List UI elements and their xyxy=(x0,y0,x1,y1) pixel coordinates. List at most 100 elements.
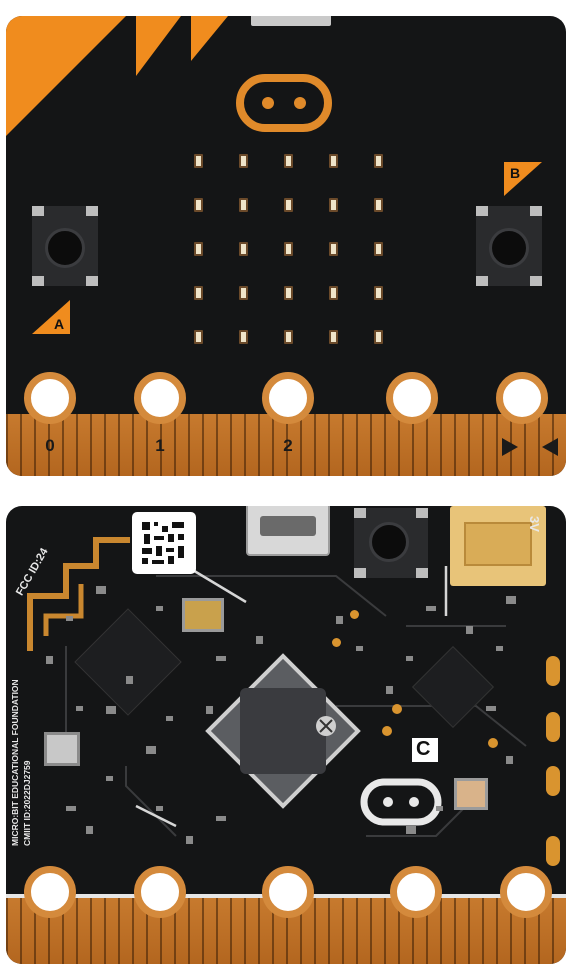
led xyxy=(284,154,293,168)
qr-code-sticker xyxy=(132,512,196,574)
led xyxy=(194,286,203,300)
qr-code-icon xyxy=(142,522,184,564)
smd-component xyxy=(216,656,226,661)
gold-via xyxy=(546,836,560,866)
led xyxy=(329,154,338,168)
usb-micro-port[interactable] xyxy=(246,506,330,556)
battery-connector[interactable] xyxy=(450,506,546,586)
smd-component xyxy=(156,806,163,811)
smd-component xyxy=(46,656,53,664)
pin-3v-pad-back[interactable] xyxy=(390,866,442,918)
led xyxy=(194,330,203,344)
led xyxy=(329,242,338,256)
gold-via xyxy=(546,712,560,742)
usb-connector-top xyxy=(251,16,331,26)
pin-gnd-pad[interactable] xyxy=(496,372,548,424)
pin-0-label: 0 xyxy=(45,436,55,455)
smd-component xyxy=(66,806,76,811)
led xyxy=(374,330,383,344)
foundation-text-block: MICRO:BIT EDUCATIONAL FOUNDATION CMIIT I… xyxy=(10,679,32,846)
reset-button[interactable] xyxy=(354,508,428,578)
antenna-trace xyxy=(27,537,130,651)
voltage-label: 3V xyxy=(527,516,542,532)
smd-component xyxy=(86,826,93,834)
gold-via xyxy=(382,726,392,736)
speaker-screw-icon xyxy=(316,716,336,736)
smd-component xyxy=(486,706,496,711)
smd-component xyxy=(126,676,133,684)
led xyxy=(239,198,248,212)
smd-component xyxy=(336,616,343,624)
smd-component xyxy=(426,606,436,611)
power-symbol xyxy=(502,438,558,456)
pin-1-label: 1 xyxy=(155,436,165,455)
smd-component xyxy=(386,686,393,694)
gold-via xyxy=(332,638,341,647)
smd-component xyxy=(256,636,263,644)
pin-2-pad[interactable] xyxy=(262,372,314,424)
gold-via xyxy=(350,610,359,619)
led xyxy=(374,154,383,168)
orange-corner-graphic xyxy=(6,16,228,136)
microbit-logo-back xyxy=(360,778,442,826)
button-a[interactable] xyxy=(32,206,98,286)
speaker xyxy=(240,688,326,774)
led xyxy=(329,198,338,212)
smd-component xyxy=(436,806,443,811)
led xyxy=(329,330,338,344)
led xyxy=(284,242,293,256)
smd-component xyxy=(146,746,156,754)
led xyxy=(194,198,203,212)
led xyxy=(284,330,293,344)
led xyxy=(239,330,248,344)
led xyxy=(329,286,338,300)
crystal-oscillator-1 xyxy=(182,598,224,632)
button-b[interactable] xyxy=(476,206,542,286)
led xyxy=(194,154,203,168)
edge-connector-front xyxy=(6,414,566,476)
led xyxy=(284,286,293,300)
led xyxy=(374,242,383,256)
connector-c-marker xyxy=(412,738,438,762)
cmiit-id-text: CMIIT ID:2022DJ2759 xyxy=(22,760,32,846)
microbit-back-board: FCC ID:24 3V C xyxy=(6,506,566,964)
button-a-indicator: A xyxy=(32,300,72,341)
smd-component xyxy=(66,616,73,621)
edge-connector-back xyxy=(6,898,566,964)
crystal-oscillator-3 xyxy=(454,778,488,810)
smd-component xyxy=(166,716,173,721)
smd-component xyxy=(506,596,516,604)
gold-via xyxy=(546,656,560,686)
button-a-label: A xyxy=(54,316,65,332)
microbit-front-board: A B 0 1 2 xyxy=(6,16,566,476)
smd-component xyxy=(406,656,413,661)
pin-2-label: 2 xyxy=(283,436,293,455)
pin-0-pad[interactable] xyxy=(24,372,76,424)
connector-c-label: C xyxy=(416,738,431,760)
led xyxy=(194,242,203,256)
pin-gnd-pad-back[interactable] xyxy=(500,866,552,918)
smd-component xyxy=(76,706,83,711)
smd-component xyxy=(216,816,226,821)
pin-2-pad-back[interactable] xyxy=(262,866,314,918)
gold-via xyxy=(392,704,402,714)
smd-component xyxy=(106,776,113,781)
smd-component xyxy=(156,606,163,611)
smd-component xyxy=(506,756,513,764)
pin-3v-pad[interactable] xyxy=(386,372,438,424)
microbit-logo xyxy=(236,74,332,132)
pcb-traces xyxy=(65,564,527,837)
smd-component xyxy=(106,706,116,714)
led xyxy=(284,198,293,212)
smd-component xyxy=(466,626,473,634)
led xyxy=(374,286,383,300)
gold-via xyxy=(546,766,560,796)
pin-0-pad-back[interactable] xyxy=(24,866,76,918)
pin-1-pad[interactable] xyxy=(134,372,186,424)
pin-1-pad-back[interactable] xyxy=(134,866,186,918)
smd-component xyxy=(406,826,416,834)
led xyxy=(374,198,383,212)
foundation-text: MICRO:BIT EDUCATIONAL FOUNDATION xyxy=(10,679,20,846)
gold-via xyxy=(488,738,498,748)
smd-component xyxy=(96,586,106,594)
